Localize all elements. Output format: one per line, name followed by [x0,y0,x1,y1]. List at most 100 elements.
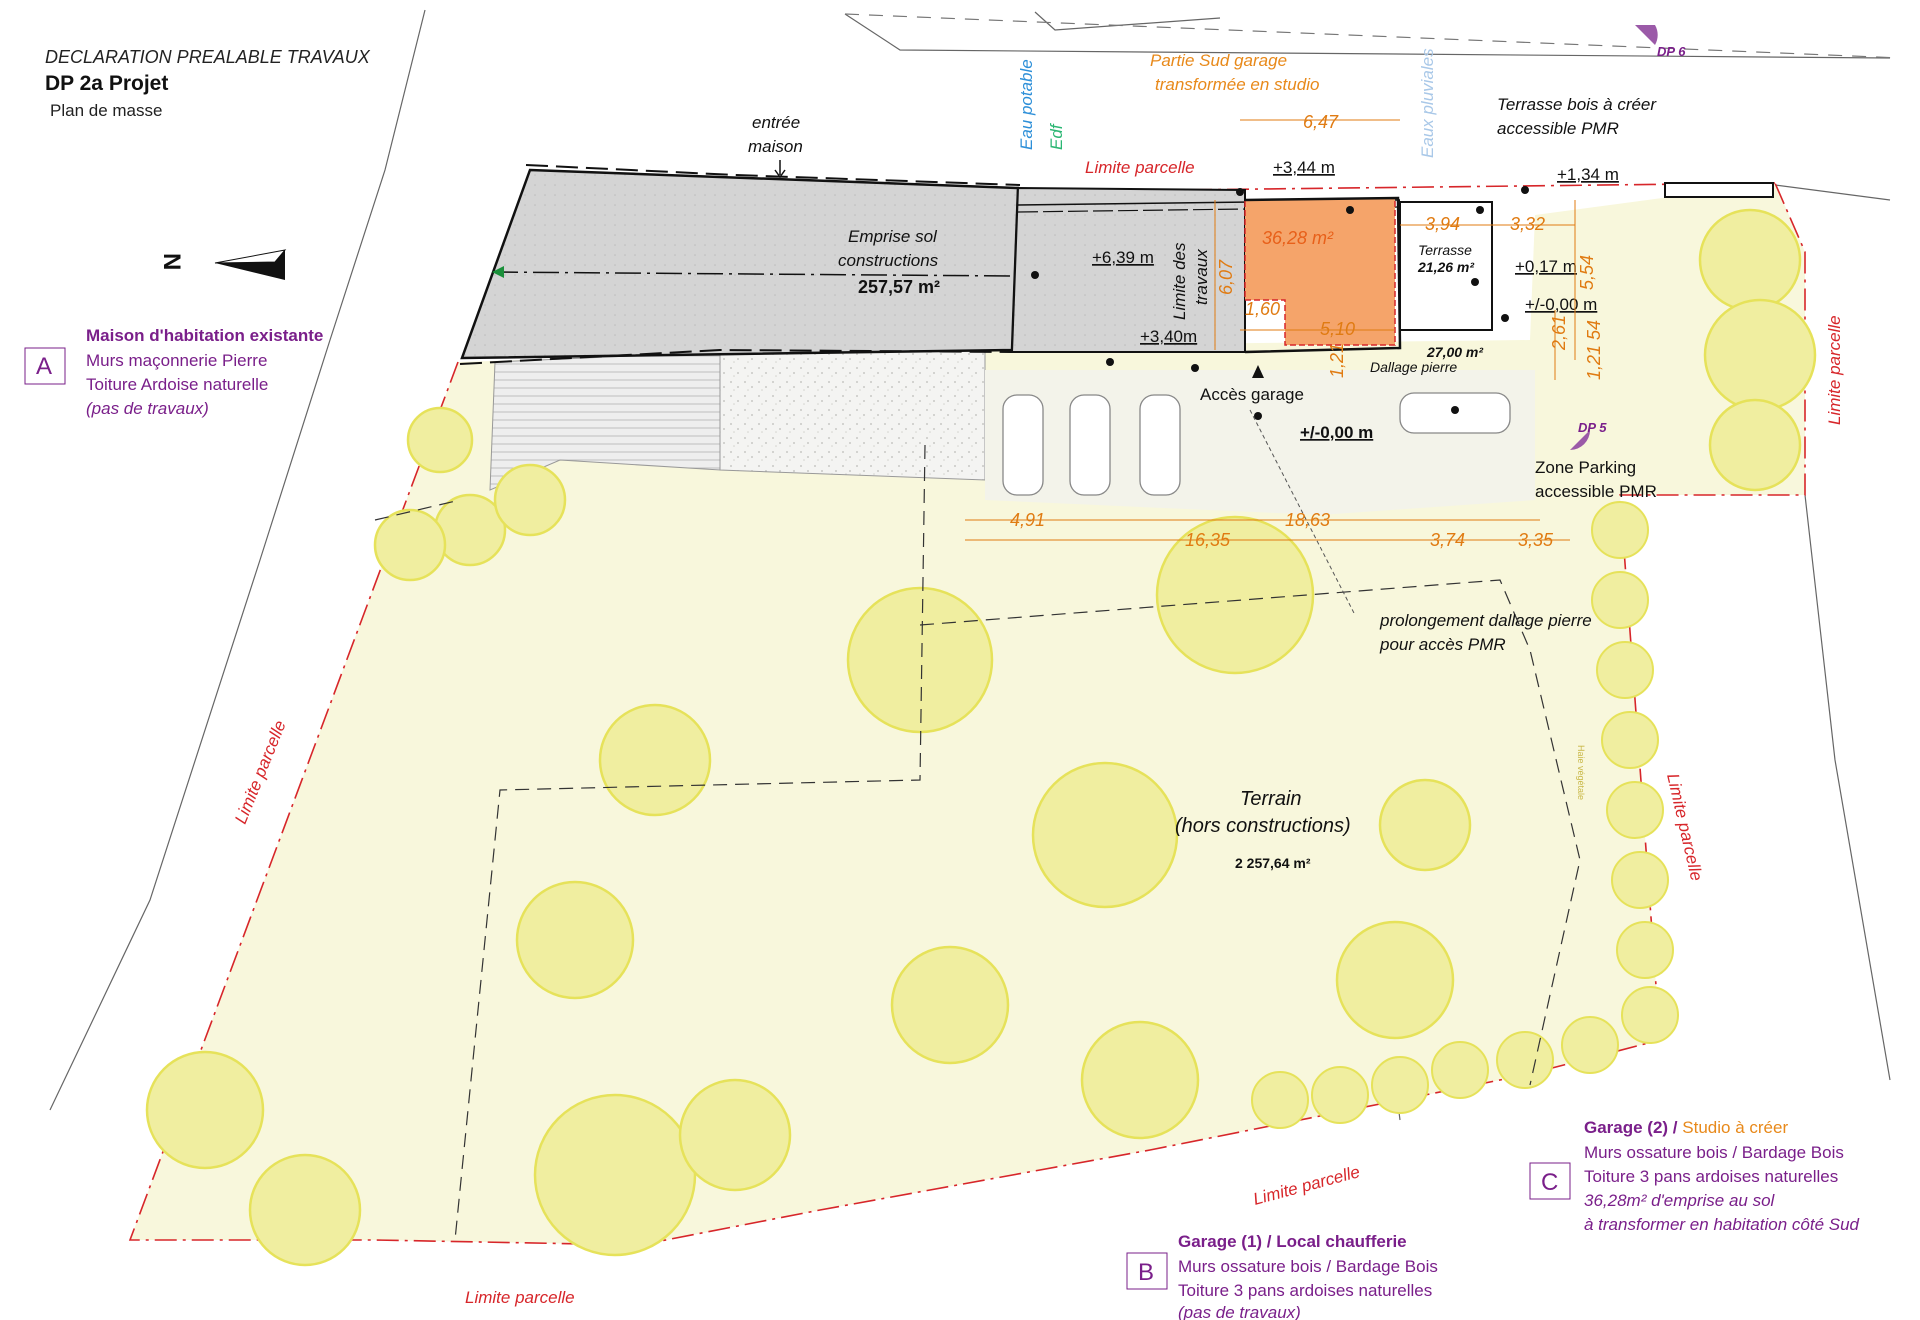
level-344: +3,44 m [1273,158,1335,177]
tree [406,406,474,474]
limite-parcelle-east: Limite parcelle [1825,315,1844,425]
legend-c-line3: 36,28m² d'emprise au sol [1584,1191,1776,1210]
level-134: +1,34 m [1557,165,1619,184]
dim-160: 1,60 [1245,299,1280,319]
dim-121a: 1,21 [1327,343,1347,378]
legend-c-box [1529,1162,1571,1200]
house-a-ridge [491,271,1011,277]
prolongement-leader [1249,409,1356,616]
edf-label: Edf [1047,122,1066,150]
trees [145,208,1817,1267]
legend-a-box [24,347,66,385]
legend-c-title-a: Garage (2) / [1584,1118,1682,1137]
level-markers [1031,186,1529,420]
legend-c-letter: C [1541,1169,1558,1196]
dim-510: 5,10 [1320,319,1355,339]
entree-label-2: maison [748,137,803,156]
level-017: +0,17 m [1515,257,1577,276]
dallage-label: Dallage pierre [1370,359,1457,375]
entree-label-1: entrée [752,113,800,132]
car [1002,394,1044,496]
dim-607: 6,07 [1216,259,1236,295]
dim-121b: 1,21 [1584,345,1604,380]
prolongement-label-2: pour accès PMR [1379,635,1506,654]
tree [533,1093,697,1257]
level-340: +3,40m [1140,327,1197,346]
terrain-label-2: (hors constructions) [1175,815,1351,837]
tree [1031,761,1179,909]
dim-332: 3,32 [1510,214,1545,234]
zone-parking-label-2: accessible PMR [1535,482,1657,501]
tree [890,945,1010,1065]
limite-travaux-label-1: Limite des [1170,242,1189,320]
tree [1155,515,1315,675]
dim-1635: 16,35 [1185,530,1231,550]
entree-arrow-icon [774,160,786,179]
acces-arrow-icon [1252,365,1264,378]
limite-travaux-label-2: travaux [1192,249,1211,305]
partie-sud-label-1: Partie Sud garage [1150,51,1287,70]
legend-c-line1: Murs ossature bois / Bardage Bois [1584,1143,1844,1162]
terrain-label-1: Terrain [1240,788,1302,810]
legend-b-line3: (pas de travaux) [1178,1303,1301,1320]
eau-potable-label: Eau potable [1017,59,1036,150]
tree [145,1050,265,1170]
area-27-label: 27,00 m² [1426,344,1483,360]
dim-491: 4,91 [1010,510,1045,530]
emprise-label-3: 257,57 m² [858,277,940,297]
studio-area-label: 36,28 m² [1262,228,1334,248]
legend-b-line1: Murs ossature bois / Bardage Bois [1178,1257,1438,1276]
level-639: +6,39 m [1092,248,1154,267]
dp5-label: DP 5 [1578,420,1607,435]
legend-c-title-b: Studio à créer [1682,1118,1788,1137]
dim-1863: 18,63 [1285,510,1330,530]
wall-ne [1664,182,1774,198]
tree [1708,398,1802,492]
legend-a-line2: Toiture Ardoise naturelle [86,375,268,394]
tree [373,508,447,582]
limite-parcelle-top: Limite parcelle [1085,158,1195,177]
zone-parking-label-1: Zone Parking [1535,458,1636,477]
studio-c-area [1244,197,1396,346]
level-000-b: +/-0,00 m [1300,423,1373,442]
limite-parcelle-bottom: Limite parcelle [465,1288,575,1307]
legend-c-line2: Toiture 3 pans ardoises naturelles [1584,1167,1838,1186]
legend-b-letter: B [1138,1259,1154,1286]
legend-b-title: Garage (1) / Local chaufferie [1178,1232,1407,1251]
dim-647: 6,47 [1303,112,1339,132]
tree [1698,208,1802,312]
stone-paving [719,344,986,481]
terrasse-bois-label-2: accessible PMR [1497,119,1619,138]
partie-sud-label-2: transformée en studio [1155,75,1319,94]
limite-parcelle-left: Limite parcelle [231,718,290,827]
tree [1703,298,1817,412]
acces-garage-label: Accès garage [1200,385,1304,404]
tree [493,463,567,537]
tree [515,880,635,1000]
dim-554: 5,54 [1577,255,1597,290]
north-label: N [158,253,185,270]
terrasse-area-label: 21,26 m² [1417,259,1474,275]
legend-c-line4: à transformer en habitation côté Sud [1584,1215,1860,1234]
car [1069,394,1111,496]
header-line3: Plan de masse [50,101,162,120]
tree [678,1078,792,1192]
tree [1335,920,1455,1040]
level-000-a: +/-0,00 m [1525,295,1597,314]
emprise-label-2: constructions [838,251,939,270]
car [1139,394,1181,496]
legend-a-line1: Murs maçonnerie Pierre [86,351,267,370]
dim-261: 2,61 [1549,315,1569,351]
legend-b-line2: Toiture 3 pans ardoises naturelles [1178,1281,1432,1300]
tree [1378,778,1472,872]
terrasse-bois-label-1: Terrasse bois à créer [1497,95,1657,114]
dimension-lines [965,119,1576,541]
dim-394: 3,94 [1425,214,1460,234]
limite-parcelle-bottom-right: Limite parcelle [1251,1162,1362,1209]
terrain-label-3: 2 257,64 m² [1235,855,1311,871]
emprise-label-1: Emprise sol [848,227,938,246]
dp6-label: DP 6 [1657,44,1686,59]
terrace-wood [1399,201,1493,331]
header-line1: DECLARATION PREALABLE TRAVAUX [45,47,371,67]
